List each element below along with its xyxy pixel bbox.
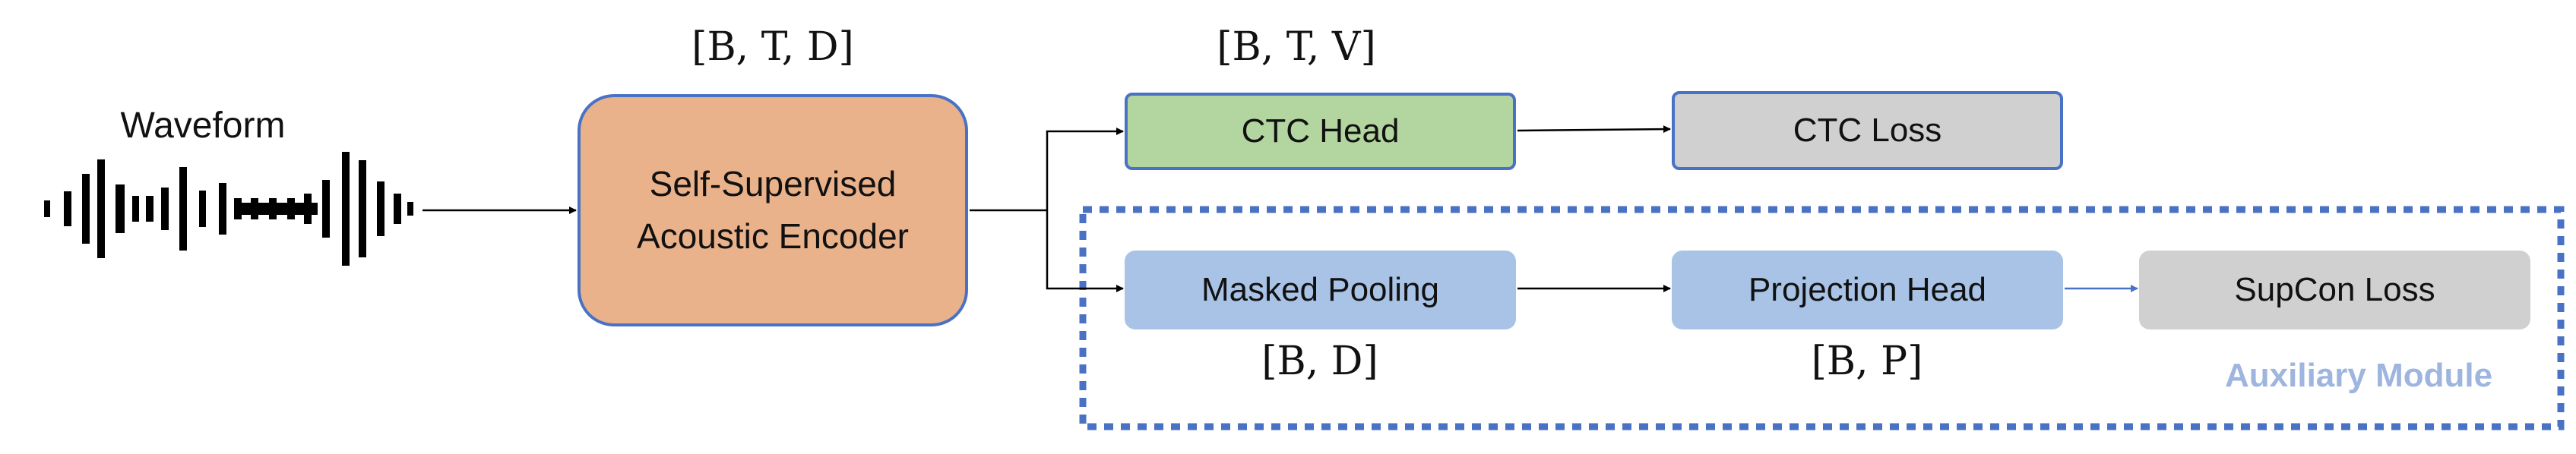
masked-pooling-label: Masked Pooling <box>1201 271 1440 309</box>
waveform-bar <box>97 159 105 258</box>
arrow-ctc-head-to-ctc-loss <box>1517 125 1671 134</box>
acoustic-encoder-box: Self-Supervised Acoustic Encoder <box>578 94 968 326</box>
waveform-bar <box>146 196 153 222</box>
masked-pooling-box: Masked Pooling <box>1125 251 1516 329</box>
waveform-bar <box>377 181 385 236</box>
waveform-bar <box>82 174 90 244</box>
auxiliary-module-frame <box>1079 206 2565 430</box>
waveform-bar <box>219 183 226 235</box>
waveform-bar <box>199 191 206 227</box>
waveform-bar <box>64 191 71 226</box>
projection-head-shape-label: [B, P] <box>1811 339 1923 384</box>
waveform-bar <box>44 200 50 217</box>
waveform-bar <box>359 160 366 257</box>
arrow-branch-to-ctc-head <box>1046 128 1124 210</box>
ctc-head-label: CTC Head <box>1241 112 1400 150</box>
supcon-loss-label: SupCon Loss <box>2234 271 2435 309</box>
waveform-icon <box>44 152 413 266</box>
waveform-bar <box>116 184 125 233</box>
waveform-center-segment <box>242 203 318 215</box>
waveform-label: Waveform <box>120 106 286 146</box>
supcon-loss-box: SupCon Loss <box>2139 251 2530 329</box>
masked-pooling-shape-label: [B, D] <box>1261 339 1378 384</box>
projection-head-label: Projection Head <box>1748 271 1987 309</box>
waveform-bar <box>161 188 169 230</box>
projection-head-box: Projection Head <box>1672 251 2063 329</box>
encoder-shape-label: [B, T, D] <box>691 24 854 70</box>
ctc-loss-label: CTC Loss <box>1793 112 1942 150</box>
ctc-head-shape-label: [B, T, V] <box>1217 24 1376 70</box>
waveform-bar <box>322 180 330 238</box>
waveform-bar <box>132 196 139 222</box>
waveform-bar <box>234 198 242 219</box>
waveform-bar <box>179 167 187 251</box>
encoder-label-line1: Self-Supervised <box>649 164 897 203</box>
waveform-bar <box>342 152 350 266</box>
auxiliary-module-label: Auxiliary Module <box>2225 357 2493 394</box>
waveform-bar <box>394 194 401 224</box>
ctc-head-box: CTC Head <box>1125 93 1516 170</box>
encoder-label-line2: Acoustic Encoder <box>637 216 909 256</box>
waveform-bar <box>407 202 413 216</box>
ctc-loss-box: CTC Loss <box>1672 91 2063 170</box>
arrow-branch-to-masked-pooling <box>1046 210 1124 292</box>
